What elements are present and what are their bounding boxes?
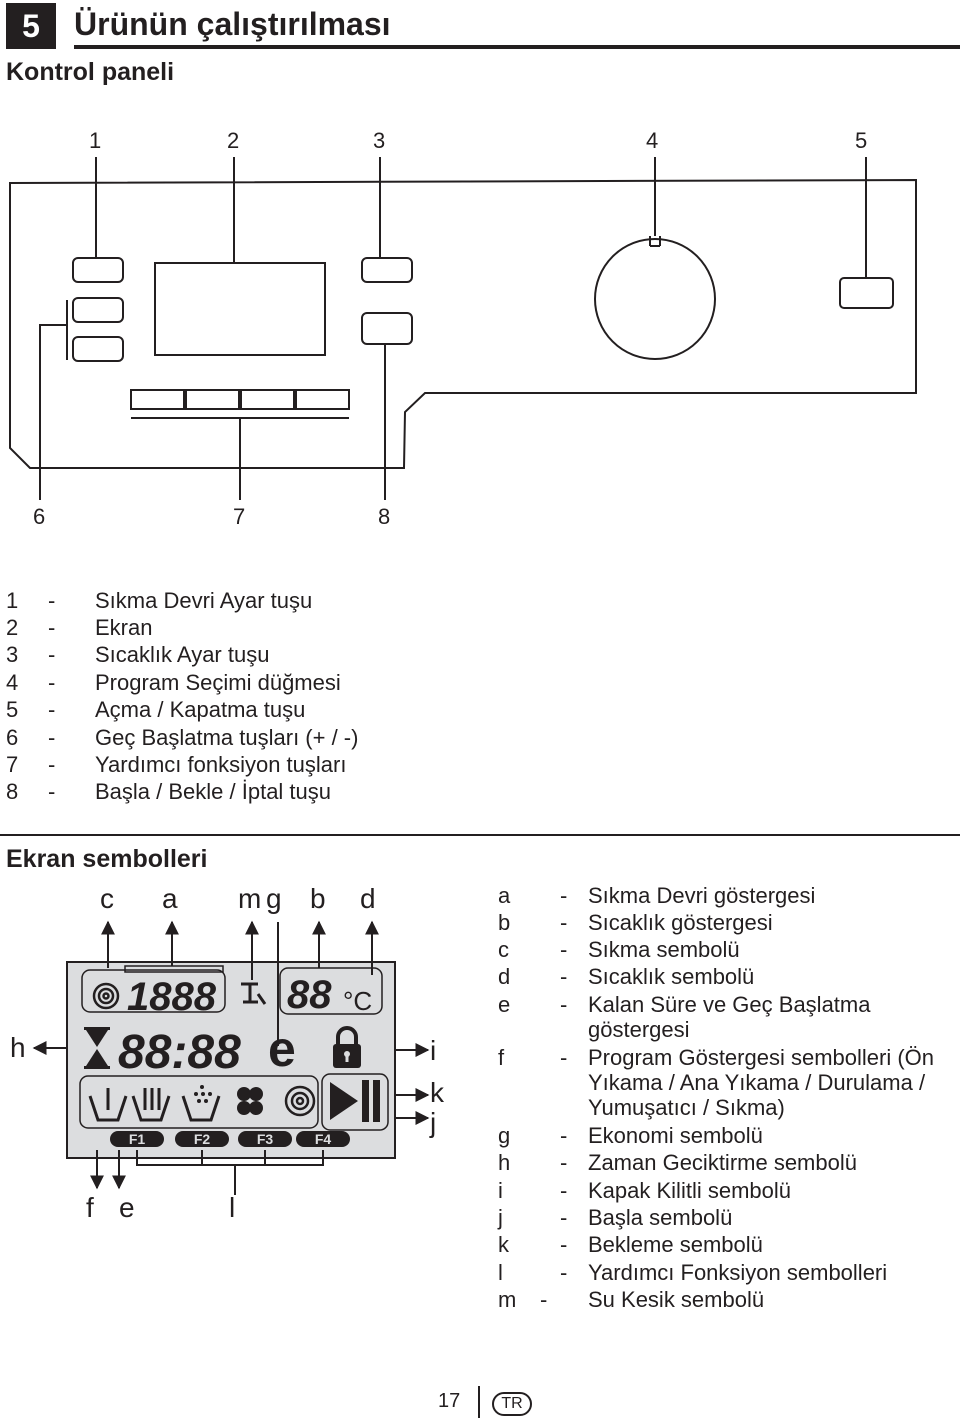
fn-label-f3: F3 [257, 1131, 274, 1147]
fn-label-f1: F1 [129, 1131, 146, 1147]
panel-outline [9, 178, 917, 469]
control-panel-diagram: 1 2 3 4 5 6 7 8 [9, 128, 917, 529]
aux-button-1 [130, 389, 185, 410]
spin-program-icon [284, 1085, 316, 1117]
lcd-spin-readout: 1888 [127, 975, 217, 1019]
fn-label-f2: F2 [194, 1131, 211, 1147]
letter-l: l [229, 1192, 235, 1223]
language-badge: TR [492, 1392, 532, 1416]
letter-h: h [10, 1032, 26, 1063]
aux-button-4 [295, 389, 350, 410]
callout-5: 5 [855, 128, 867, 153]
lcd-e-char: e [268, 1021, 296, 1077]
callout-3: 3 [373, 128, 385, 153]
lcd-diagram: c a m g b d h i k j f e l 1888 88 °C 88:… [10, 883, 445, 1223]
softener-flower-icon [237, 1087, 263, 1115]
delay-plus-button [72, 297, 124, 323]
section-number: 5 [6, 3, 56, 49]
aux-button-3 [240, 389, 295, 410]
letter-m: m [238, 883, 261, 914]
page-number: 17 [438, 1390, 461, 1412]
lcd-temp-readout: 88 [287, 973, 332, 1017]
prewash-icon [88, 1088, 128, 1122]
letter-b: b [310, 883, 326, 914]
callout-2: 2 [227, 128, 239, 153]
start-pause-button [361, 312, 413, 345]
power-button [839, 277, 894, 309]
hourglass-icon [84, 1027, 110, 1069]
callout-7: 7 [233, 504, 245, 529]
aux-button-2 [185, 389, 240, 410]
letter-k: k [430, 1077, 445, 1108]
display-screen [154, 262, 326, 356]
lock-icon [333, 1026, 361, 1068]
play-icon [330, 1082, 358, 1120]
mainwash-icon [131, 1088, 171, 1122]
section-title: Ürünün çalıştırılması [74, 3, 960, 49]
letter-c: c [100, 883, 114, 914]
letter-g: g [266, 883, 282, 914]
spin-button [72, 257, 124, 283]
letter-j: j [429, 1107, 436, 1138]
program-knob [594, 238, 716, 360]
letter-d: d [360, 883, 376, 914]
letter-f: f [86, 1192, 94, 1223]
section-divider [0, 834, 960, 836]
delay-minus-button [72, 336, 124, 362]
spin-spiral-icon [92, 982, 120, 1010]
footer-divider [478, 1386, 480, 1418]
rinse-drops-icon [194, 1085, 212, 1103]
letter-a: a [162, 883, 178, 914]
lcd-time-readout: 88:88 [118, 1026, 241, 1079]
callout-4: 4 [646, 128, 658, 153]
display-symbols-heading: Ekran sembolleri [6, 845, 208, 873]
callout-6: 6 [33, 504, 45, 529]
water-tap-icon [241, 982, 267, 1005]
pause-icon [362, 1080, 369, 1122]
letter-e: e [119, 1192, 135, 1223]
letter-i: i [430, 1035, 436, 1066]
fn-label-f4: F4 [315, 1131, 332, 1147]
rinse-icon [181, 1095, 221, 1122]
lcd-temp-unit: °C [343, 986, 372, 1016]
callout-8: 8 [378, 504, 390, 529]
callout-1: 1 [89, 128, 101, 153]
temp-button [361, 257, 413, 283]
control-panel-heading: Kontrol paneli [6, 58, 175, 86]
